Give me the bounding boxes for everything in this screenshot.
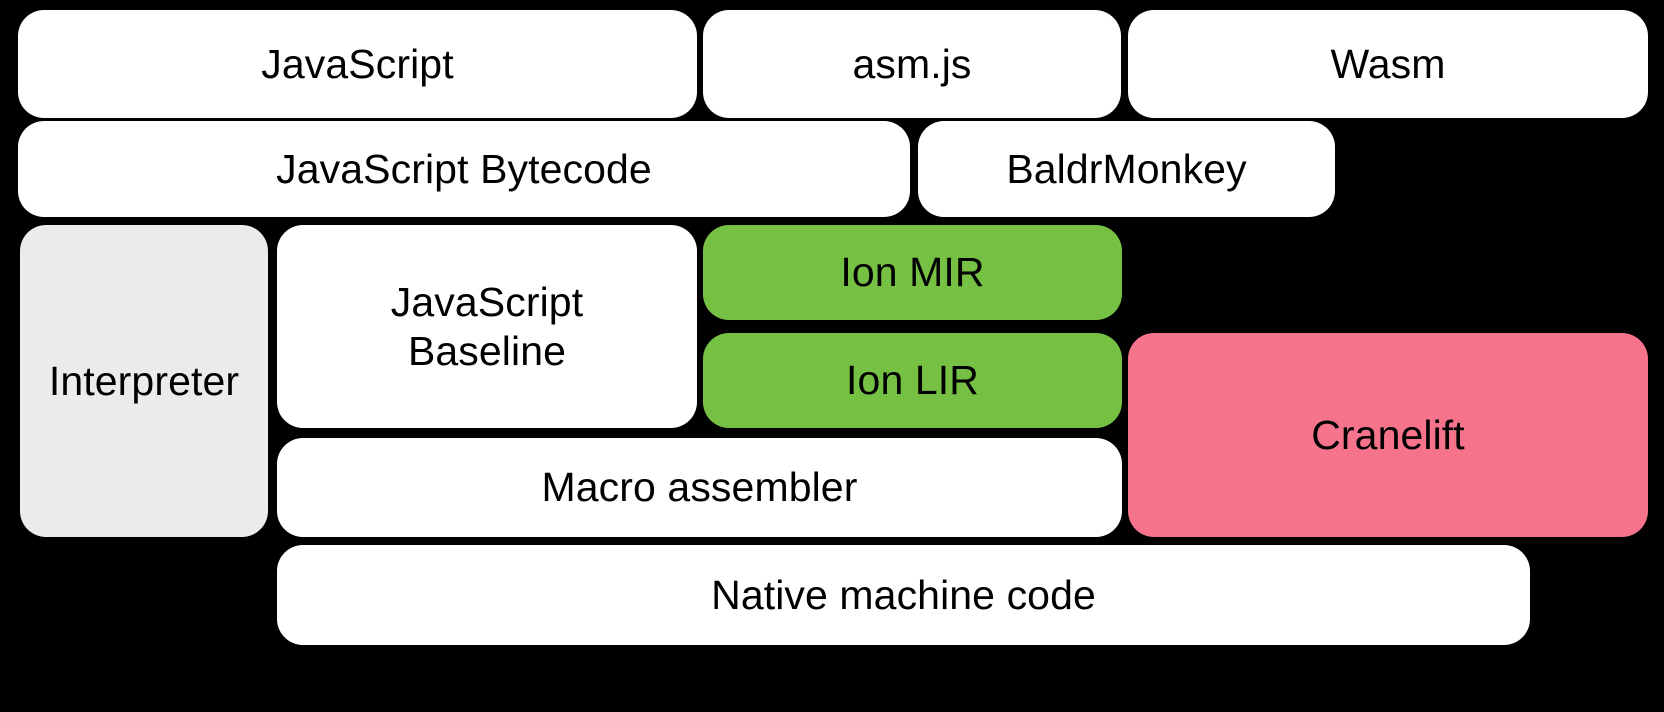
node-baldrmonkey-label: BaldrMonkey — [1006, 145, 1247, 192]
node-macro-assembler-label: Macro assembler — [541, 464, 858, 511]
node-ion-mir[interactable]: Ion MIR — [703, 225, 1122, 320]
node-asmjs[interactable]: asm.js — [703, 10, 1121, 118]
node-javascript-bytecode-label: JavaScript Bytecode — [276, 145, 652, 192]
node-cranelift-label: Cranelift — [1311, 411, 1465, 458]
node-cranelift[interactable]: Cranelift — [1128, 333, 1648, 537]
node-interpreter-label: Interpreter — [48, 357, 240, 404]
node-macro-assembler[interactable]: Macro assembler — [277, 438, 1122, 537]
node-wasm-label: Wasm — [1330, 40, 1446, 87]
node-native-machine-code-label: Native machine code — [711, 571, 1096, 618]
node-javascript-bytecode[interactable]: JavaScript Bytecode — [18, 121, 910, 217]
node-javascript-baseline[interactable]: JavaScript Baseline — [277, 225, 697, 428]
node-ion-lir-label: Ion LIR — [846, 357, 979, 404]
node-ion-mir-label: Ion MIR — [840, 249, 985, 296]
node-asmjs-label: asm.js — [852, 40, 972, 87]
node-javascript-label: JavaScript — [261, 40, 454, 87]
node-native-machine-code[interactable]: Native machine code — [277, 545, 1530, 645]
node-javascript[interactable]: JavaScript — [18, 10, 697, 118]
node-javascript-baseline-label: JavaScript Baseline — [390, 279, 584, 374]
node-wasm[interactable]: Wasm — [1128, 10, 1648, 118]
node-interpreter[interactable]: Interpreter — [20, 225, 268, 537]
node-ion-lir[interactable]: Ion LIR — [703, 333, 1122, 428]
node-baldrmonkey[interactable]: BaldrMonkey — [918, 121, 1335, 217]
